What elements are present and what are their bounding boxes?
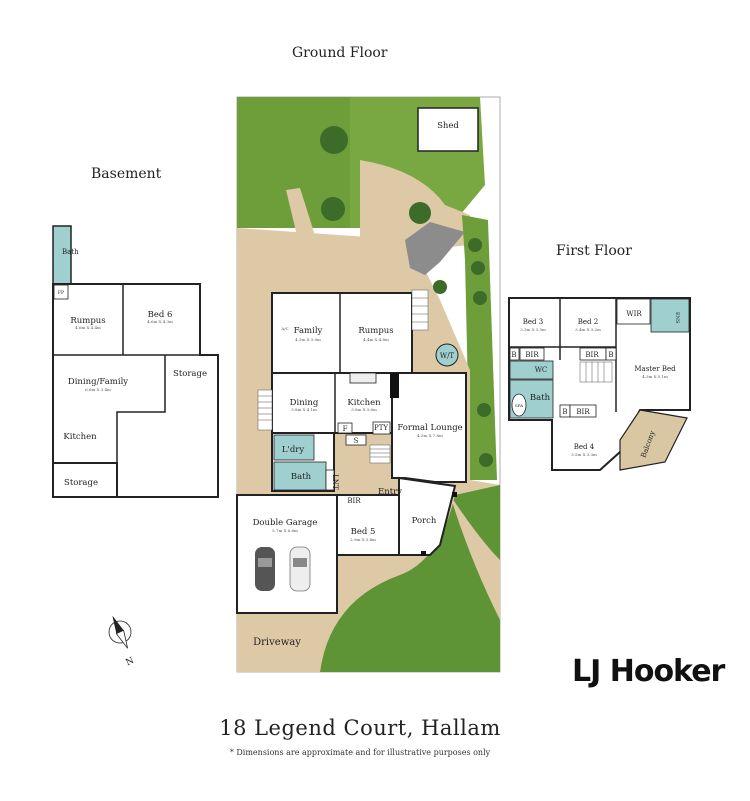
north-compass-icon [108,615,132,649]
bed3-dim: 3.3m X 3.5m [520,327,546,332]
front-lawn [320,485,500,672]
basement-plan: FP Bath Rumpus 4.6m X 4.4m Bed 6 4.6m X … [52,225,219,498]
shed [417,107,479,152]
wt-label: W/T [440,352,455,360]
basement-kitchen-label: Kitchen [63,432,97,442]
kitchen-dim: 3.8m X 3.6m [351,407,377,412]
wc-label: WC [535,366,548,374]
basement-storage-2 [52,462,118,498]
driveway-label: Driveway [253,637,301,648]
balcony [619,409,688,471]
formal-lounge-block [391,372,467,483]
bir2-label: BIR [585,351,599,359]
garden-path [286,188,318,248]
first-floor-title: First Floor [556,243,632,259]
bed5-label: Bed 5 [351,527,376,537]
family-dim: 4.5m X 3.0m [295,337,321,342]
formal-lounge-label: Formal Lounge [397,423,462,433]
s-label: S [354,437,359,445]
dining-label: Dining [290,398,319,408]
b1-label: B [511,351,516,359]
bed3-label: Bed 3 [523,318,543,326]
basement-rumpus-label: Rumpus [70,316,105,326]
pantry-label: PTY [374,424,388,432]
master-label: Master Bed [634,365,676,373]
property-address: 18 Legend Court, Hallam [219,716,501,740]
ldry-area [273,434,315,461]
family-label: Family [294,326,323,336]
basement-storage1-label: Storage [173,369,207,379]
bir1-label: BIR [525,351,539,359]
garage-block [236,494,338,614]
garage-label: Double Garage [253,518,318,528]
ac-label: A/C [280,326,288,331]
compass-letter: N [124,656,135,668]
ground-floor-title: Ground Floor [292,45,388,61]
brand-logo: LJ Hooker [572,654,725,689]
kitchen-label: Kitchen [347,398,381,408]
entry-label: Entry [378,487,402,497]
basement-dining-dim: 6.6m X 3.4m [85,387,111,392]
spa-label: SPA [515,403,523,408]
water-tank [435,343,459,367]
bed4-label: Bed 4 [574,443,595,451]
shed-label: Shed [437,121,459,131]
fridge-label: F [343,425,348,433]
front-path [450,495,500,620]
basement-bed6-label: Bed 6 [148,310,173,320]
bath-label: Bath [291,472,312,482]
rumpus-label: Rumpus [358,326,393,336]
bed2-dim: 3.4m X 3.2m [575,327,601,332]
ground-floor-site: Shed [236,96,501,673]
back-lawn-left [237,97,350,228]
basement-bath-label: Bath [62,248,79,256]
basement-title: Basement [91,166,162,182]
upstairs-bath-label: Bath [530,393,551,403]
bath-area [273,461,327,491]
basement-bed6-dim: 4.6m X 4.3m [147,319,173,324]
ensuite [650,298,690,333]
first-floor-outline [508,297,691,471]
bed5-block [336,494,400,556]
wc [509,360,554,380]
bed2-label: Bed 2 [578,318,598,326]
ens-label: ENS [674,312,680,324]
porch-label: Porch [412,516,437,526]
dining-dim: 3.8m X 4.1m [291,407,317,412]
wir-label: WIR [626,310,642,318]
rear-steps [405,222,465,275]
formal-lounge-dim: 4.5m X 7.8m [417,433,443,438]
b3-label: B [608,351,613,359]
bir-label: BIR [347,497,361,505]
garage-dim: 5.7m X 6.6m [272,528,298,533]
b4-label: B [562,408,567,416]
lnt-label: LNT [331,474,339,490]
porch-block [398,476,457,556]
rumpus-dim: 4.4m X 4.8m [363,337,389,342]
bed5-dim: 2.9m X 3.4m [350,537,376,542]
disclaimer: * Dimensions are approximate and for ill… [229,748,491,757]
basement-rumpus-dim: 4.6m X 4.4m [75,325,101,330]
garage-cars [255,546,311,592]
basement-storage2-label: Storage [64,478,98,488]
basement-fp-label: FP [58,290,64,296]
bir3-label: BIR [576,408,590,416]
basement-dining-label: Dining/Family [68,377,128,387]
first-floor-plan: Bed 3 3.3m X 3.5m Bed 2 3.4m X 3.2m WIR … [508,297,691,471]
ldry-label: L'dry [282,445,304,455]
master-dim: 4.3m X 5.1m [642,374,668,379]
bed4-dim: 3.5m X 3.3m [571,452,597,457]
